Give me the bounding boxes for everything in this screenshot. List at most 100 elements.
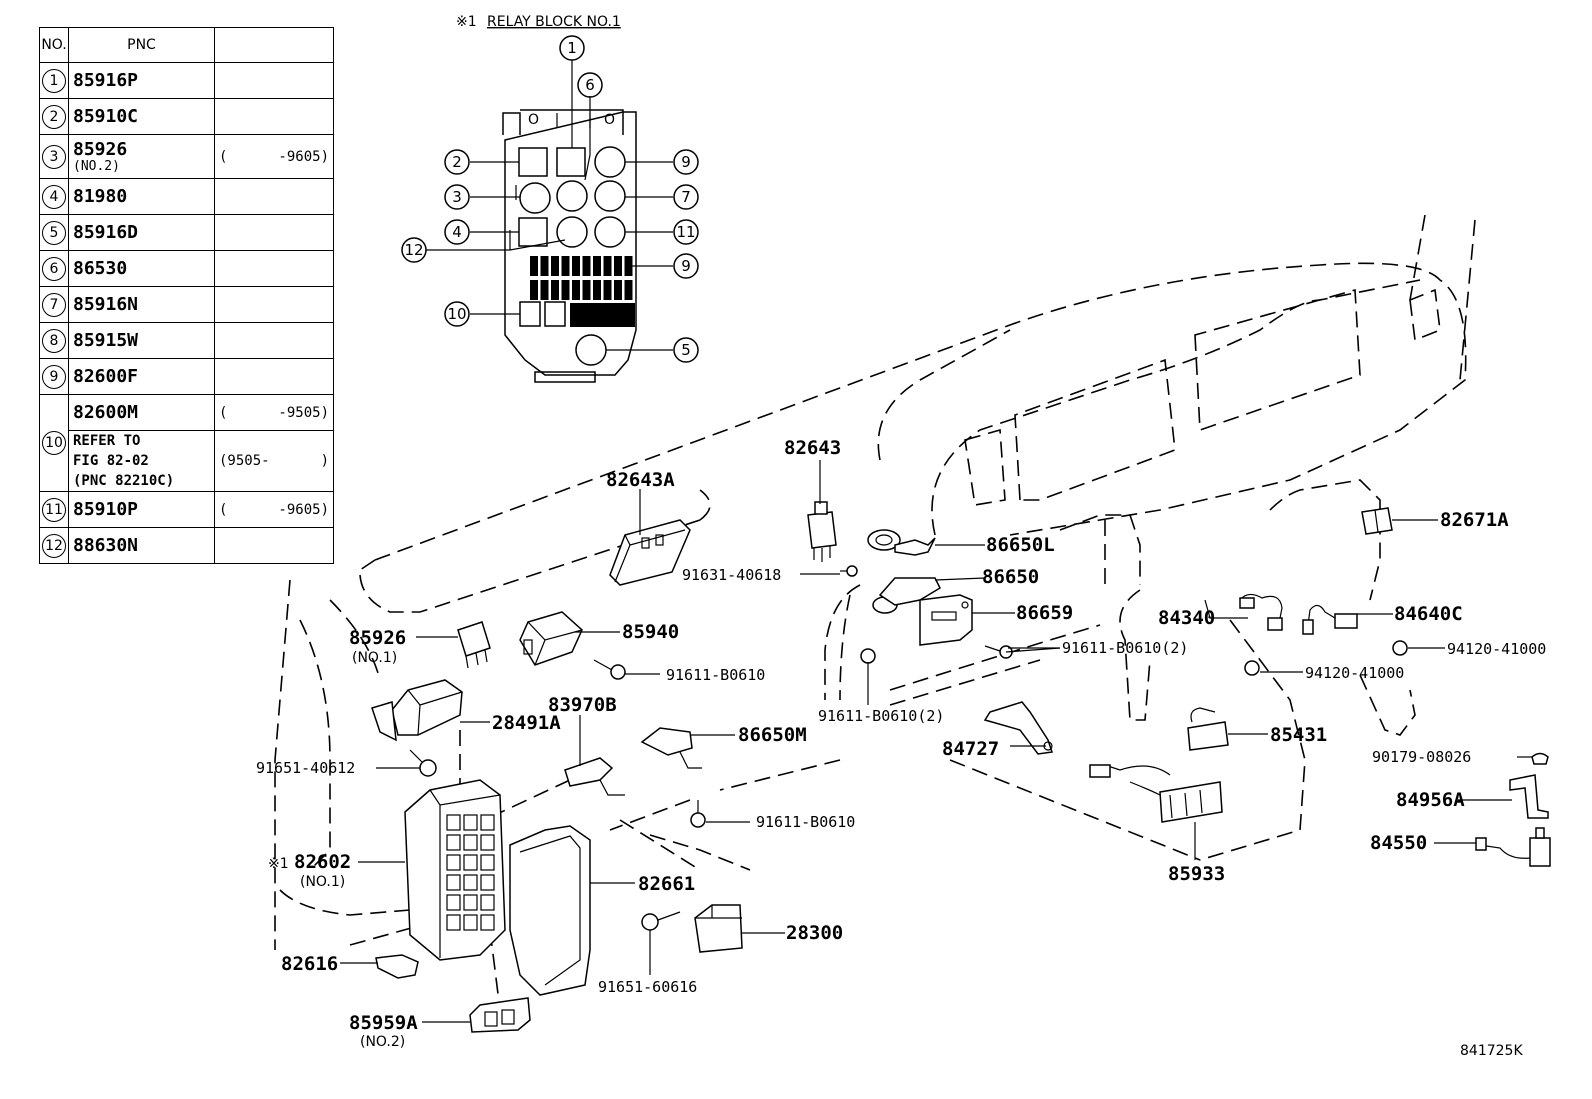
part-85933-sketch [1089, 764, 1223, 823]
row-number-badge: 12 [42, 533, 66, 558]
pnc-cell: 85926(NO.2) [68, 134, 215, 179]
part-labels: 82643 82643A 86650L 91631-40618 86650 86… [256, 437, 1546, 1059]
label-94120-41000-a: 94120-41000 [1447, 640, 1546, 658]
label-91611-b0610-a: 91611-B0610 [666, 666, 765, 684]
relay-socket-round-2 [519, 182, 551, 214]
label-82643a: 82643A [606, 469, 675, 491]
relay-block-title-mark: ※1 [456, 14, 477, 30]
header-pnc: PNC [68, 27, 215, 63]
range-cell [214, 358, 334, 395]
relay-callout-circle [577, 72, 603, 98]
part-86650-sketch [872, 577, 941, 614]
row-number-badge: 2 [42, 104, 66, 129]
fuseblock-cell [463, 914, 478, 931]
pnc-value: 81980 [73, 185, 128, 207]
range-close: -9505) [278, 404, 329, 421]
fuseblock-cell [480, 914, 495, 931]
label-86659: 86659 [1016, 602, 1073, 624]
row-number-badge: 1 [42, 68, 66, 93]
relay-callout-number: 4 [452, 223, 462, 241]
fuse-cell [561, 280, 570, 300]
refer-line: REFER TO [73, 433, 141, 449]
part-85926-sketch [457, 621, 491, 669]
range-close: -9605) [278, 501, 329, 518]
relay-callout-number: 3 [452, 188, 462, 206]
pnc-value: 86530 [73, 257, 128, 279]
label-86650m: 86650M [738, 724, 807, 746]
part-82602-sketch [404, 779, 506, 961]
row-number-badge: 11 [42, 497, 66, 522]
table-row: 12 88630N [39, 527, 334, 564]
label-91611-b0610-b: 91611-B0610 [756, 813, 855, 831]
refer-line: (PNC 82210C) [73, 473, 175, 489]
relay-callout-circle [444, 149, 470, 175]
relay-fuse-slot-2 [544, 301, 566, 327]
label-85926-sub: (NO.1) [352, 650, 397, 666]
part-84550-sketch [1475, 827, 1551, 867]
relay-block-title: RELAY BLOCK NO.1 [487, 14, 621, 30]
label-28491a: 28491A [492, 712, 561, 734]
range-cell: (-9605) [214, 491, 334, 528]
relay-slot-mark-right: O [604, 112, 615, 128]
part-86650m-sketch [640, 727, 702, 769]
fuseblock-cell [446, 914, 461, 931]
label-85959a: 85959A [349, 1012, 418, 1034]
pnc-cell: 85910C [68, 98, 215, 135]
label-28300: 28300 [786, 922, 843, 944]
label-85431: 85431 [1270, 724, 1327, 746]
label-85933: 85933 [1168, 863, 1225, 885]
label-84340: 84340 [1158, 607, 1215, 629]
row-number-badge: 10 [42, 431, 66, 455]
row-number: 5 [39, 214, 69, 251]
row-number-badge: 5 [42, 220, 66, 245]
fuse-cell [551, 280, 559, 300]
relay-callout-number: 11 [676, 223, 695, 241]
label-91611-b0610-2a: 91611-B0610(2) [1062, 639, 1188, 657]
row-number-badge: 4 [42, 184, 66, 209]
pnc-value: 85916P [73, 69, 139, 91]
label-91651-40612: 91651-40612 [256, 759, 355, 777]
label-82616: 82616 [281, 953, 338, 975]
row-number: 11 [39, 491, 69, 528]
fuse-cell [582, 256, 591, 276]
label-85959a-sub: (NO.2) [360, 1034, 405, 1050]
relay-callout-circle [673, 149, 699, 175]
part-85431-sketch [1187, 707, 1229, 751]
pnc-cell: 81980 [68, 178, 215, 215]
label-91651-60616: 91651-60616 [598, 978, 697, 996]
fuse-cell [551, 256, 559, 276]
relay-callout-circle [673, 219, 699, 245]
fuseblock-cell [446, 894, 461, 911]
relay-socket-round-6 [594, 216, 626, 248]
range-cell [214, 527, 334, 564]
fuse-cell [603, 256, 612, 276]
fuseblock-cell [463, 834, 478, 851]
pnc-cell: 82600M [68, 394, 215, 431]
relay-block-housing [502, 109, 637, 376]
label-82661: 82661 [638, 873, 695, 895]
fuse-cell [530, 256, 538, 276]
fuseblock-cell [446, 854, 461, 871]
part-82616-sketch [375, 954, 419, 979]
row-number: 12 [39, 527, 69, 564]
part-84956a-sketch [1509, 774, 1549, 819]
relay-callout-circle [673, 253, 699, 279]
part-83970b-sketch [564, 757, 625, 796]
relay-callout-number: 6 [585, 76, 595, 94]
part-28491a-sketch [371, 679, 463, 742]
label-82643: 82643 [784, 437, 841, 459]
row-number: 6 [39, 250, 69, 287]
label-94120-41000-b: 94120-41000 [1305, 664, 1404, 682]
relay-callout-number: 5 [681, 341, 691, 359]
relay-callout-number: 1 [567, 39, 577, 57]
pnc-value: 82600M [73, 401, 139, 423]
pnc-value: 88630N [73, 534, 139, 556]
bolt-sketches [409, 565, 1549, 931]
